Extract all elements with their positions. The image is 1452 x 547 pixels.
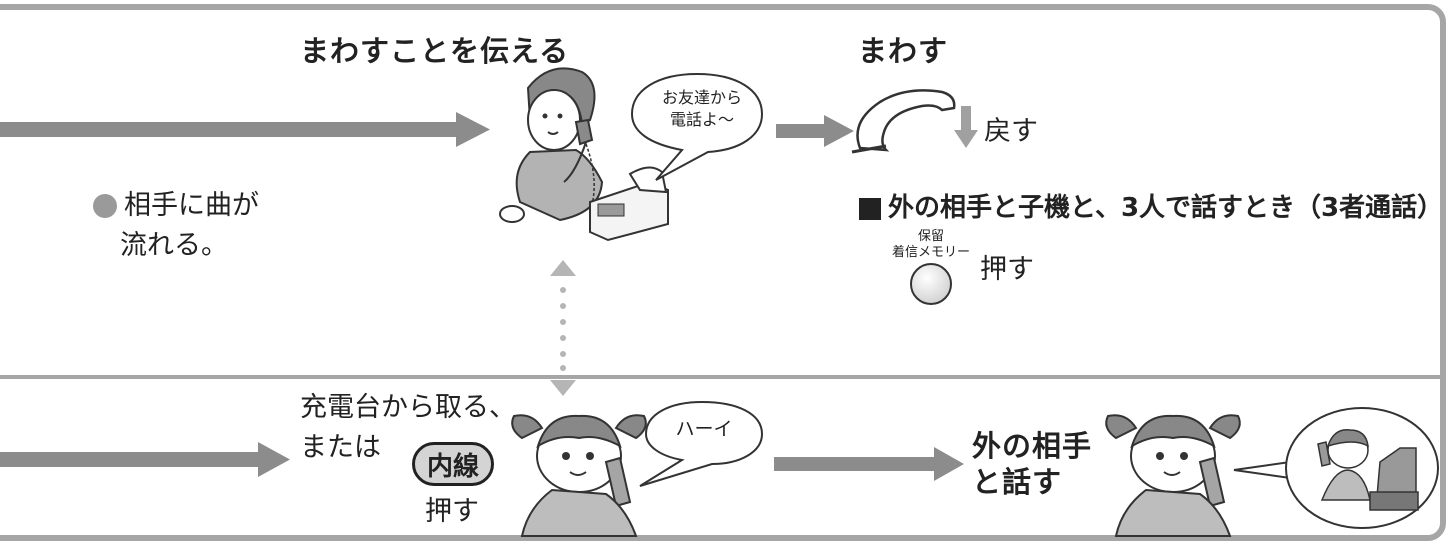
- hold-button-label-line2: 着信メモリー: [891, 245, 970, 260]
- speech-bubble-girl: [639, 400, 764, 487]
- hold-push-label: 押す: [980, 254, 1034, 285]
- intercom-push-label: 押す: [425, 496, 479, 527]
- pickup-line2: または: [300, 432, 381, 463]
- step-heading-notify: まわすことを伝える: [300, 34, 570, 68]
- down-arrow-icon: [954, 106, 978, 148]
- speech-bubble-mother: [630, 72, 764, 181]
- speech-bubble-mother-line2: 電話よ～: [669, 110, 734, 129]
- bullet-circle-icon: [93, 194, 117, 218]
- panel-border: [0, 4, 1446, 541]
- girl-talking-illustration: [1105, 414, 1241, 537]
- mother-on-phone-illustration: [499, 67, 669, 242]
- step-heading-transfer: まわす: [858, 34, 949, 68]
- square-bullet-icon: [859, 198, 881, 220]
- hold-button-label-line1: 保留: [917, 229, 944, 244]
- intercom-button[interactable]: 内線: [412, 442, 494, 486]
- talk-line1: 外の相手: [972, 429, 1093, 463]
- speech-bubble-mother-line1: お友達から: [661, 88, 742, 107]
- flow-arrow-bottom-left: [0, 442, 290, 477]
- handset-icon: [851, 89, 956, 154]
- bullet-note-line1: 相手に曲が: [124, 190, 259, 221]
- flow-arrow-top-middle: [776, 115, 854, 147]
- flow-arrow-bottom-middle: [774, 447, 964, 481]
- hold-button[interactable]: [909, 262, 953, 306]
- bullet-note-line2: 流れる。: [120, 230, 228, 261]
- caller-thought-circle: [1233, 407, 1439, 529]
- speech-bubble-girl-text: ハーイ: [675, 418, 733, 440]
- pickup-line1: 充電台から取る、: [300, 392, 516, 423]
- flow-arrow-top-left: [0, 112, 490, 147]
- return-label: 戻す: [984, 116, 1038, 147]
- talk-line2: と話す: [972, 465, 1063, 499]
- girl-with-handset-illustration: [511, 414, 647, 537]
- dotted-link-connector: [550, 260, 576, 396]
- section-divider: [0, 375, 1446, 379]
- conference-heading: 外の相手と子機と、3人で話すとき（3者通話）: [888, 193, 1444, 223]
